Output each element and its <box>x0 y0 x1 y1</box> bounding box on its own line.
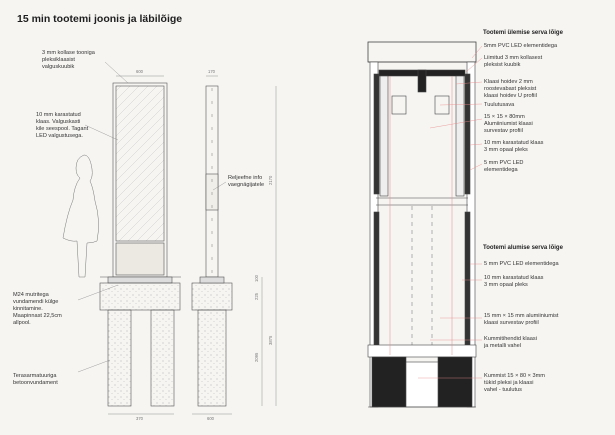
person-silhouette <box>62 154 99 278</box>
dim-found-front: 370 <box>136 416 144 421</box>
label-bottom-item-1: 5 mm PVC LED elementidega <box>484 261 559 267</box>
leader-lines <box>418 45 483 379</box>
section-red-guides <box>389 76 453 355</box>
dim-upper-a: 225 <box>254 292 259 300</box>
dim-overall: 3875 <box>268 335 273 345</box>
heading-top-section: Tootemi ülemise serva lõige <box>483 30 563 36</box>
section-drawing <box>367 41 477 408</box>
front-view <box>99 82 181 407</box>
page-title: 15 min tootemi joonis ja läbilõige <box>17 13 183 25</box>
dim-lower: 2095 <box>254 352 259 362</box>
dim-height-total: 2170 <box>268 175 273 185</box>
dim-found-side: 600 <box>207 416 215 421</box>
label-top-item-3: Klaasi hoidev 2 mm roostevabast pleksist… <box>484 79 537 99</box>
label-top-item-6: 10 mm karastatud klaas 3 mm opaal pleks <box>484 140 544 153</box>
label-bottom-item-5: Kummist 15 × 80 × 3mm tükid pleksi ja kl… <box>484 373 545 393</box>
label-top-item-7: 5 mm PVC LED elementidega <box>484 160 524 173</box>
label-bolts: M24 mutritega vundamendi külge kinnitami… <box>13 292 62 326</box>
label-top-item-2: Liimitud 3 mm kollasest pleksist kuubik <box>484 55 543 68</box>
dim-upper-b: 100 <box>254 274 259 282</box>
foundation-top-front <box>99 282 181 311</box>
side-view <box>191 85 233 407</box>
glass-panel <box>115 85 165 242</box>
label-top-item-4: Tuulutusava <box>484 102 515 108</box>
label-collage-cube: 3 mm kollase tooniga pleksiklaasist valg… <box>42 50 95 70</box>
label-bottom-item-2: 10 mm karastatud klaas 3 mm opaal pleks <box>484 275 544 288</box>
label-relief-info: Reljeefne info vaegnägijatele <box>228 175 265 188</box>
label-bottom-item-3: 15 mm × 15 mm alumiiniumist klaasi surve… <box>484 313 559 326</box>
heading-bottom-section: Tootemi alumise serva lõige <box>483 245 563 251</box>
label-glass: 10 mm karastatud klaas. Valguskasti kile… <box>36 112 89 139</box>
dim-width-side: 170 <box>208 69 216 74</box>
label-foundation: Terasarmatuuriga betoonvundament <box>13 373 58 386</box>
label-bottom-item-4: Kummitihendid klaasi ja metalli vahel <box>484 336 537 349</box>
label-top-item-1: 5mm PVC LED elementidega <box>484 43 558 49</box>
dim-width-front: 600 <box>136 69 144 74</box>
label-top-item-5: 15 × 15 × 80mm Alumiiniumist klaasi surv… <box>484 114 533 134</box>
